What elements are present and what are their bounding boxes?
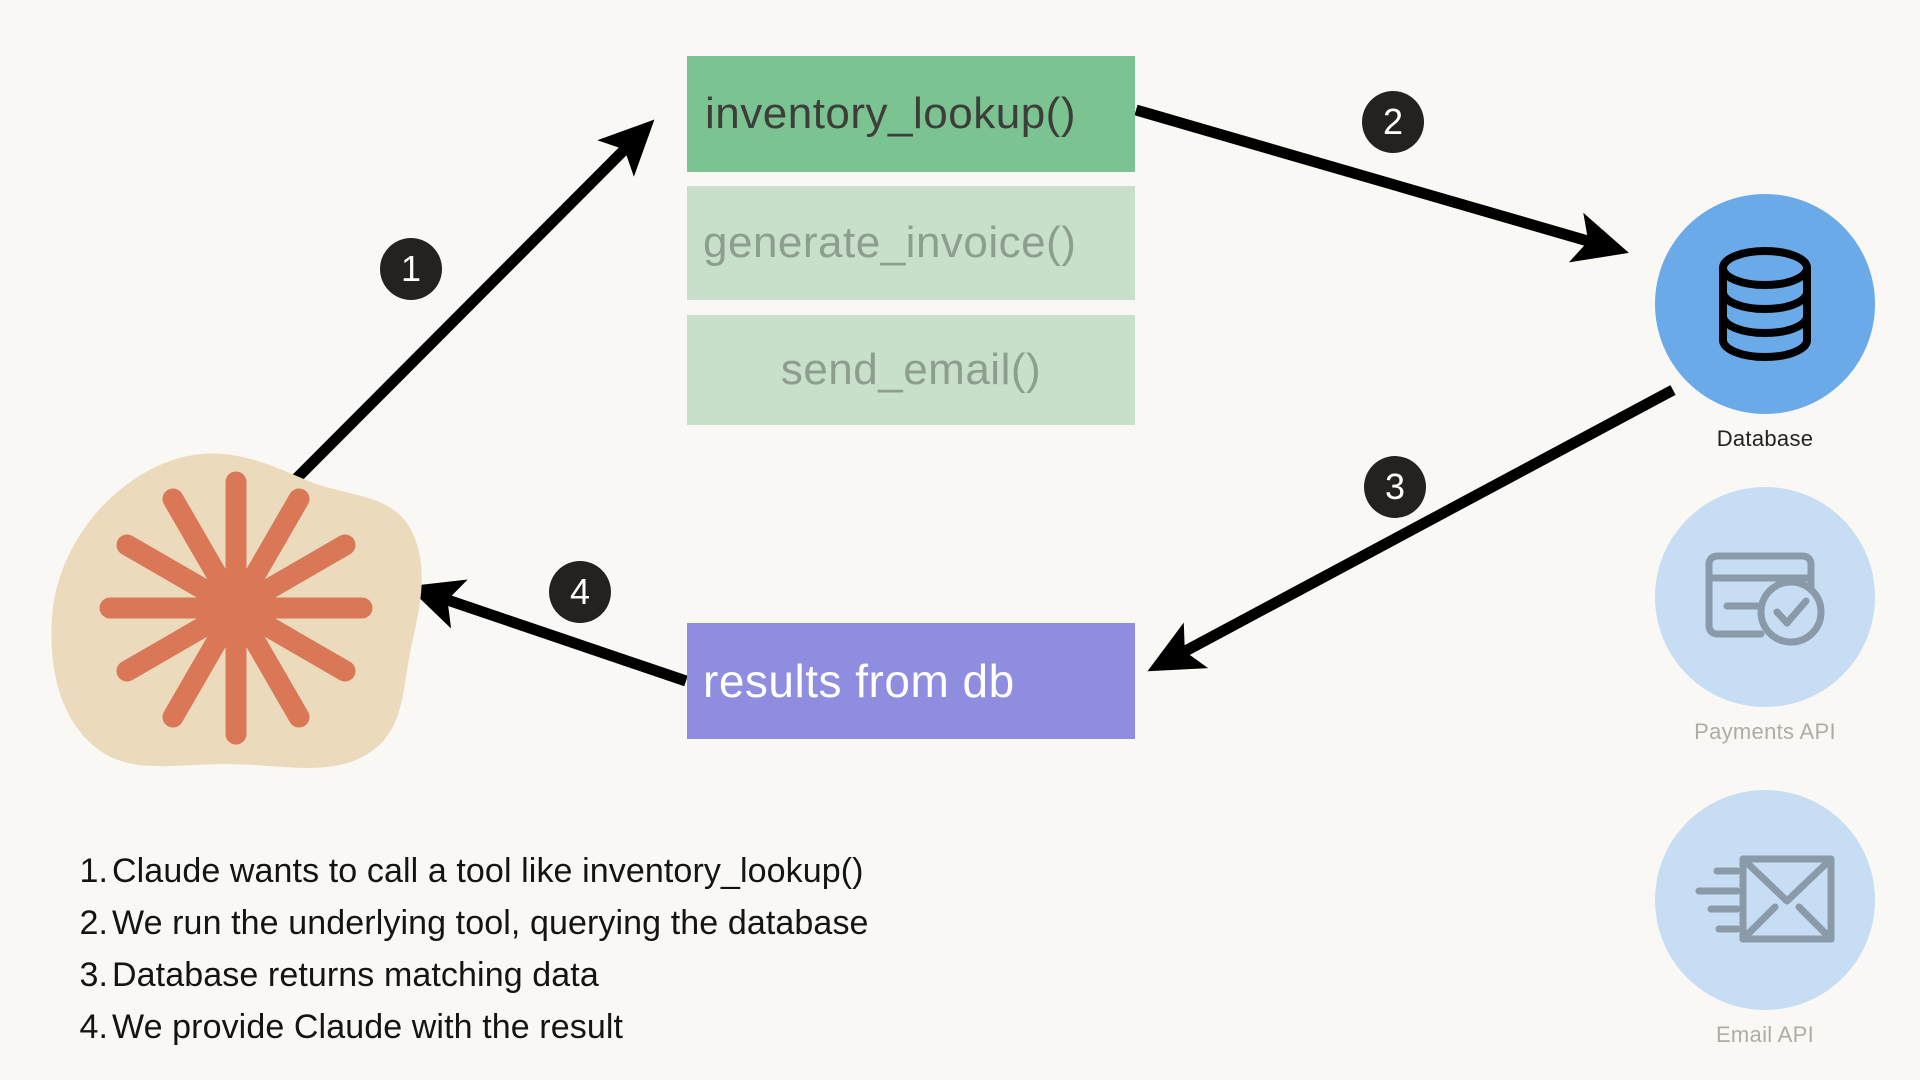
tool-box-send-email[interactable]: send_email() [687,315,1135,425]
step-number: 1 [400,248,422,289]
caption-number: 1. [79,852,108,890]
step-badge-3: 3 [1364,456,1426,518]
step-number: 2 [1382,101,1404,142]
email-circle [1655,790,1875,1010]
tool-box-inventory-lookup[interactable]: inventory_lookup() [687,56,1135,172]
step-number: 4 [569,571,591,612]
caption-number: 4. [79,1008,108,1046]
caption-number: 2. [79,904,108,942]
step-caption-list: 1. Claude wants to call a tool like inve… [72,845,1272,1053]
results-from-db-box[interactable]: results from db [687,623,1135,739]
claude-node[interactable] [40,440,430,780]
caption-text: We provide Claude with the result [112,1008,624,1046]
envelope-send-icon [1695,855,1835,943]
caption-text: We run the underlying tool, querying the… [112,904,869,942]
arrow-step-3 [1147,385,1676,672]
service-node-payments[interactable]: Payments API [1655,487,1875,745]
service-label: Email API [1715,1022,1815,1047]
payments-circle [1655,487,1875,707]
credit-card-check-icon [1705,552,1825,646]
service-node-database[interactable]: Database [1655,194,1875,452]
service-node-email[interactable]: Email API [1655,790,1875,1048]
caption-item-1: 1. Claude wants to call a tool like inve… [72,845,1272,897]
caption-item-4: 4. We provide Claude with the result [72,1001,1272,1053]
database-cylinder-icon [1719,247,1811,361]
service-label: Database [1716,426,1814,451]
tool-box-generate-invoice[interactable]: generate_invoice() [687,186,1135,300]
results-label: results from db [703,655,1015,707]
tool-label: send_email() [780,345,1042,394]
caption-item-3: 3. Database returns matching data [72,949,1272,1001]
service-label: Payments API [1694,719,1836,744]
caption-text: Claude wants to call a tool like invento… [112,852,864,890]
step-badge-2: 2 [1362,91,1424,153]
arrow-step-1 [292,119,655,483]
tool-label: inventory_lookup() [705,89,1076,138]
caption-item-2: 2. We run the underlying tool, querying … [72,897,1272,949]
tool-label: generate_invoice() [703,218,1077,267]
claude-starburst [99,471,373,745]
step-badge-1: 1 [380,238,442,300]
caption-number: 3. [79,956,108,994]
step-badge-4: 4 [549,561,611,623]
database-circle [1655,194,1875,414]
caption-text: Database returns matching data [112,956,599,994]
step-number: 3 [1384,466,1406,507]
claude-logo [51,453,422,768]
